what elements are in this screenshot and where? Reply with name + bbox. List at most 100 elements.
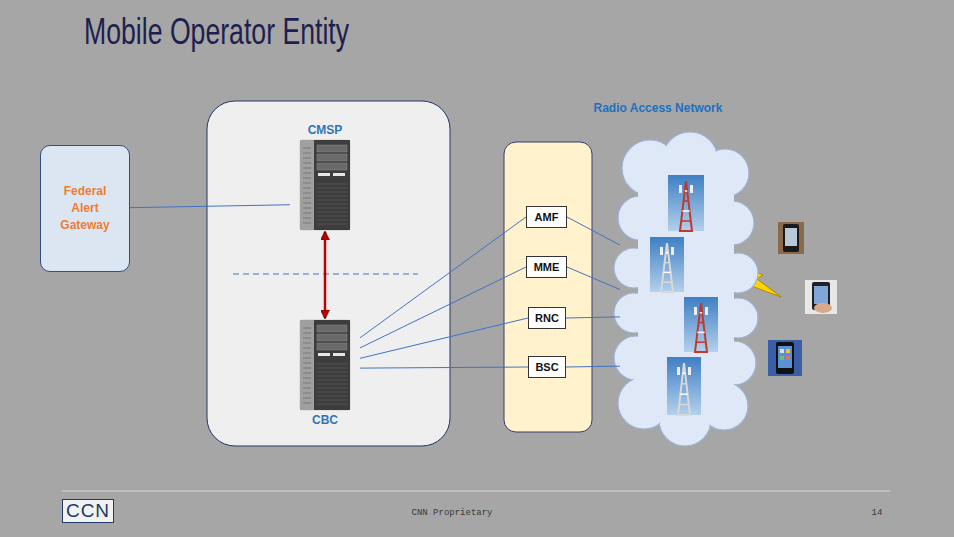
server-icon	[303, 328, 311, 329]
server-icon	[303, 198, 311, 199]
cell-tower	[696, 341, 706, 343]
cell-tower	[700, 312, 702, 314]
cell-tower	[665, 262, 670, 264]
node-label: CMSP	[280, 122, 370, 138]
cell-tower	[650, 237, 684, 292]
server-icon	[303, 333, 311, 334]
node-label: Federal Alert Gateway	[54, 183, 116, 234]
cell-tower	[667, 357, 701, 415]
server-icon	[303, 183, 311, 184]
server-icon	[300, 140, 350, 230]
cell-tower	[683, 373, 685, 375]
phone-icon	[780, 356, 784, 360]
gateway-box: Federal Alert Gateway	[40, 145, 130, 272]
cell-tower	[680, 181, 692, 231]
server-icon	[333, 173, 345, 176]
cell-tower	[690, 185, 693, 193]
cell-tower	[662, 281, 672, 283]
server-icon	[303, 398, 311, 399]
server-icon	[303, 208, 311, 209]
cell-tower	[667, 357, 701, 415]
operator-boundary	[207, 101, 450, 446]
server-icon	[318, 353, 330, 356]
server-icon	[303, 193, 311, 194]
server-icon	[317, 325, 347, 332]
server-icon	[303, 383, 311, 384]
cell-tower	[695, 303, 707, 352]
cell-tower	[650, 237, 684, 292]
server-icon	[317, 380, 347, 381]
node-label: MME	[534, 261, 560, 274]
footer-note: CNN Proprietary	[352, 507, 552, 519]
node-label: CBC	[280, 412, 370, 428]
phone-icon	[783, 224, 799, 252]
server-icon	[317, 216, 347, 217]
connector-line	[567, 217, 620, 245]
server-icon	[317, 224, 347, 225]
cloud-shape	[638, 163, 734, 421]
phone-icon	[786, 349, 790, 353]
cell-tower	[661, 243, 673, 292]
server-icon	[317, 404, 347, 405]
server-icon	[303, 378, 311, 379]
server-icon	[314, 140, 350, 230]
cell-tower	[697, 332, 704, 334]
cell-tower	[678, 363, 690, 415]
server-icon	[333, 353, 345, 356]
phone-icon	[768, 340, 802, 376]
core-function-box: RNC	[528, 307, 566, 329]
server-icon	[317, 192, 347, 193]
cell-tower	[679, 185, 682, 193]
cloud-shape	[620, 138, 750, 446]
server-icon	[303, 173, 311, 174]
server-icon	[317, 376, 347, 377]
phone-icon	[805, 280, 837, 314]
phone-icon	[786, 356, 790, 360]
phone-icon	[778, 222, 804, 254]
server-node: CBC	[290, 318, 360, 430]
phone-icon	[780, 349, 784, 353]
cell-tower	[688, 367, 691, 375]
server-icon	[317, 364, 347, 365]
server-icon	[303, 393, 311, 394]
cell-tower	[682, 383, 687, 385]
connector-line	[566, 366, 620, 368]
server-icon	[317, 184, 347, 185]
server-icon	[317, 220, 347, 221]
server-icon	[303, 213, 311, 214]
server-icon	[303, 358, 311, 359]
server-icon	[303, 363, 311, 364]
server-icon	[317, 334, 347, 341]
connector-line	[360, 217, 526, 338]
server-icon	[303, 163, 311, 164]
phone-icon	[814, 303, 832, 313]
connector-line	[360, 318, 528, 358]
cell-tower	[699, 322, 704, 324]
domain-divider	[233, 273, 418, 274]
company-logo: CCN	[62, 499, 114, 523]
server-icon	[303, 403, 311, 404]
server-icon	[303, 348, 311, 349]
cell-tower	[685, 190, 687, 192]
cell-tower	[684, 200, 689, 202]
server-icon	[317, 145, 347, 152]
server-icon	[317, 384, 347, 385]
server-icon	[317, 392, 347, 393]
server-icon	[303, 188, 311, 189]
server-icon	[317, 368, 347, 369]
server-icon	[300, 320, 350, 410]
server-icon	[317, 154, 347, 161]
cell-tower	[680, 393, 687, 395]
core-band	[504, 142, 592, 432]
server-icon	[317, 400, 347, 401]
slide-title: Mobile Operator Entity	[84, 12, 349, 52]
phone-icon	[785, 228, 797, 246]
footer-rule	[62, 491, 890, 492]
phone-icon	[778, 222, 804, 254]
cell-tower	[663, 272, 670, 274]
server-icon	[303, 223, 311, 224]
server-icon	[300, 320, 314, 410]
connector-line	[130, 205, 290, 208]
